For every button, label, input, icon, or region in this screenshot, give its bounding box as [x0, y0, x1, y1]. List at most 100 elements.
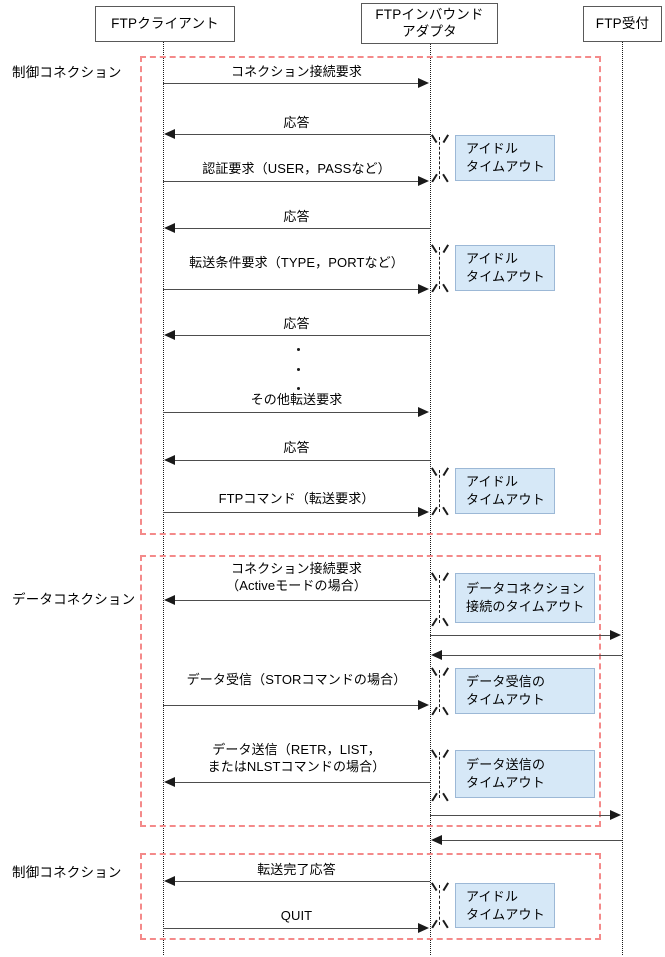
- arrow-cap-up: [431, 745, 449, 758]
- message-label-m7: その他転送要求: [250, 392, 343, 407]
- message-line-m12: [441, 655, 622, 656]
- timeout-note-t6: データ送信の タイムアウト: [455, 750, 595, 798]
- lifeline-adapter: [430, 44, 431, 955]
- message-line-m2: [174, 134, 430, 135]
- actor-box-client: FTPクライアント: [95, 6, 235, 42]
- timeout-note-label: アイドル タイムアウト: [466, 888, 545, 922]
- timeout-note-label: アイドル タイムアウト: [466, 251, 545, 284]
- arrowhead-m5: [418, 284, 429, 294]
- message-line-m3: [163, 181, 419, 182]
- message-line-m4: [174, 228, 430, 229]
- arrowhead-m11: [610, 630, 621, 640]
- timeout-span-arrow-t7: [431, 878, 449, 932]
- arrowhead-m7: [418, 407, 429, 417]
- actor-label-client: FTPクライアント: [111, 15, 219, 31]
- message-label-m10: コネクション接続要求 （Activeモードの場合）: [226, 561, 367, 593]
- message-line-m10: [174, 600, 430, 601]
- arrowhead-m18: [431, 835, 442, 845]
- timeout-span-arrow-t2: [431, 240, 449, 296]
- timeout-note-t2: アイドル タイムアウト: [455, 245, 555, 291]
- phase-label-control-top: 制御コネクション: [12, 61, 122, 81]
- arrow-cap-down: [431, 792, 449, 805]
- timeout-span-arrow-t1: [431, 130, 449, 186]
- message-line-m18: [441, 840, 622, 841]
- ellipsis-dot: [296, 367, 300, 371]
- arrow-stem: [439, 885, 440, 925]
- timeout-note-label: データ送信の タイムアウト: [466, 757, 546, 790]
- arrow-cap-down: [431, 706, 449, 719]
- message-line-m13: [163, 705, 419, 706]
- message-line-m11: [430, 635, 611, 636]
- arrowhead-m1: [418, 78, 429, 88]
- arrow-stem: [439, 470, 440, 512]
- arrowhead-m13: [418, 700, 429, 710]
- arrowhead-m17: [610, 810, 621, 820]
- message-label-m13: データ受信（STORコマンドの場合）: [186, 672, 407, 687]
- arrow-cap-up: [431, 663, 449, 676]
- message-label-m4: 応答: [283, 209, 310, 224]
- message-label-m2: 応答: [283, 115, 310, 130]
- message-line-m17: [430, 815, 611, 816]
- timeout-note-label: アイドル タイムアウト: [466, 141, 545, 174]
- arrowhead-m12: [431, 650, 442, 660]
- phase-label-data: データコネクション: [12, 588, 135, 608]
- arrowhead-m8: [164, 455, 175, 465]
- message-label-m3: 認証要求（USER，PASSなど）: [202, 161, 391, 176]
- timeout-span-arrow-t6: [431, 745, 449, 805]
- arrowhead-m2: [164, 129, 175, 139]
- actor-box-server: FTP受付: [583, 6, 662, 42]
- message-line-m1: [163, 83, 419, 84]
- arrowhead-m6: [164, 330, 175, 340]
- arrowhead-m10: [164, 595, 175, 605]
- message-label-m5: 転送条件要求（TYPE，PORTなど）: [189, 255, 404, 270]
- message-line-m20: [163, 928, 419, 929]
- phase-label-control-bottom: 制御コネクション: [12, 861, 122, 881]
- arrow-cap-down: [431, 283, 449, 296]
- timeout-span-arrow-t4: [431, 568, 449, 630]
- timeout-span-arrow-t3: [431, 463, 449, 519]
- lifeline-server: [622, 42, 623, 955]
- timeout-note-t4: データコネクション 接続のタイムアウト: [455, 573, 595, 623]
- arrow-cap-up: [431, 878, 449, 891]
- arrowhead-m4: [164, 223, 175, 233]
- message-line-m8: [174, 460, 430, 461]
- timeout-note-label: データ受信の タイムアウト: [466, 674, 546, 707]
- message-line-m6: [174, 335, 430, 336]
- arrowhead-m19: [164, 876, 175, 886]
- phase-label-text: 制御コネクション: [12, 865, 122, 880]
- phase-frame-control-bottom: [140, 853, 601, 940]
- message-label-m19: 転送完了応答: [257, 862, 336, 877]
- arrowhead-m3: [418, 176, 429, 186]
- arrow-cap-down: [431, 617, 449, 630]
- arrowhead-m20: [418, 923, 429, 933]
- message-line-m19: [174, 881, 430, 882]
- message-label-m1: コネクション接続要求: [230, 64, 362, 79]
- actor-label-server: FTP受付: [595, 15, 650, 31]
- timeout-note-label: データコネクション 接続のタイムアウト: [466, 581, 585, 614]
- arrow-stem: [439, 247, 440, 289]
- actor-box-adapter: FTPインバウンド アダプタ: [361, 3, 498, 44]
- arrow-cap-down: [431, 173, 449, 186]
- phase-label-text: 制御コネクション: [12, 65, 122, 80]
- timeout-note-t3: アイドル タイムアウト: [455, 468, 555, 514]
- arrowhead-m9: [418, 507, 429, 517]
- arrow-cap-down: [431, 919, 449, 932]
- message-label-m6: 応答: [283, 316, 310, 331]
- timeout-span-arrow-t5: [431, 663, 449, 719]
- message-label-m8: 応答: [283, 440, 310, 455]
- ellipsis-dot: [296, 348, 300, 351]
- timeout-note-t1: アイドル タイムアウト: [455, 135, 555, 181]
- phase-frame-data: [140, 555, 601, 827]
- message-line-m9: [163, 512, 419, 513]
- arrow-stem: [439, 575, 440, 623]
- phase-frame-control-top: [140, 56, 601, 535]
- message-label-m16: データ送信（RETR，LIST， またはNLSTコマンドの場合）: [207, 742, 386, 774]
- arrow-stem: [439, 137, 440, 179]
- arrow-cap-down: [431, 506, 449, 519]
- arrow-cap-up: [431, 568, 449, 581]
- actor-label-adapter: FTPインバウンド アダプタ: [375, 6, 484, 39]
- lifeline-client: [163, 42, 164, 955]
- arrow-stem: [439, 752, 440, 798]
- arrow-cap-up: [431, 130, 449, 143]
